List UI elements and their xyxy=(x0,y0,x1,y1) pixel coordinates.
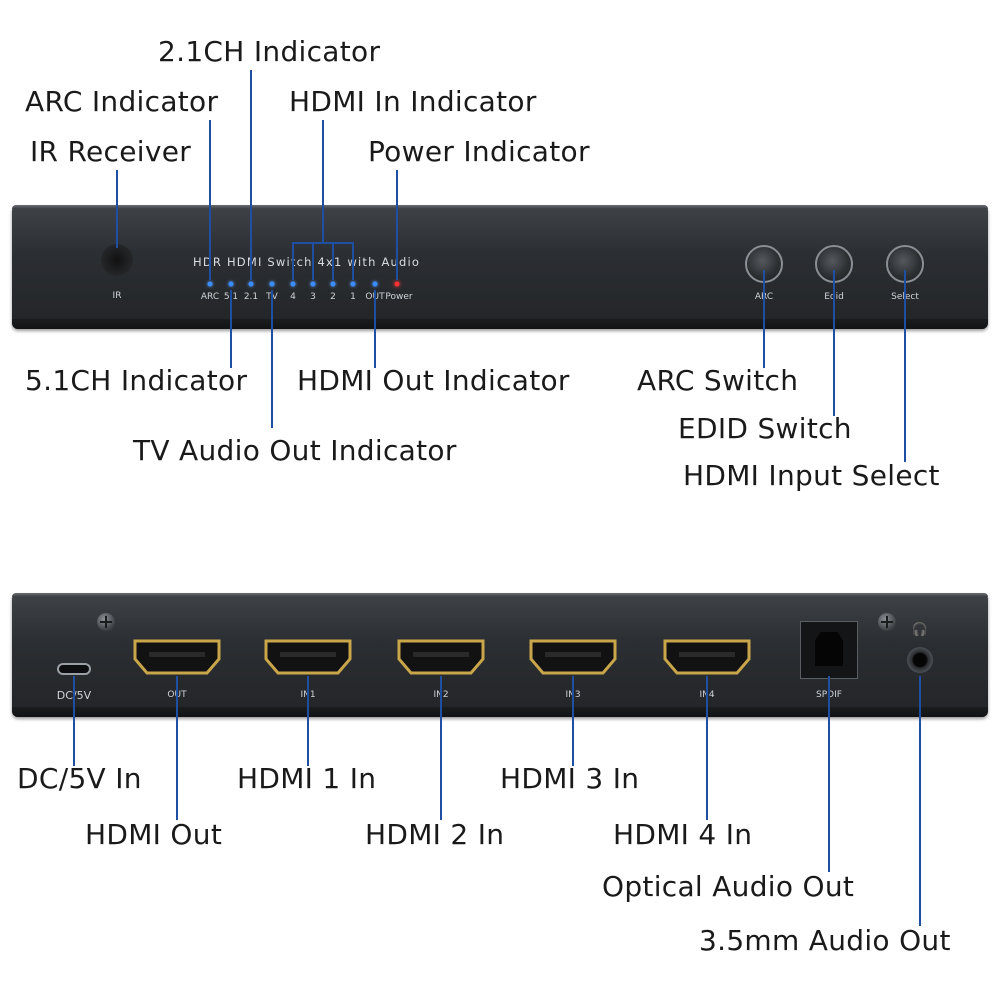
power-indicator-led xyxy=(394,281,400,287)
ch21-indicator-led xyxy=(248,281,254,287)
ch51-indicator-leader xyxy=(230,290,232,368)
callout-hdmi1-in: HDMI 1 In xyxy=(237,762,377,795)
callout-hdmi4-in: HDMI 4 In xyxy=(613,818,753,851)
callout-hdmi-in-indicator: HDMI In Indicator xyxy=(289,85,537,118)
hdmi4-in-leader xyxy=(706,676,708,820)
callout-hdmi2-in: HDMI 2 In xyxy=(365,818,505,851)
right-screw xyxy=(878,613,896,631)
tv-indicator-leader xyxy=(271,290,273,428)
hdmi2-in-leader xyxy=(440,676,442,820)
front-panel-top-bevel xyxy=(12,205,988,209)
ch51-indicator-led xyxy=(228,281,234,287)
spdif-port-opening xyxy=(815,632,843,666)
input-select-button[interactable] xyxy=(886,245,924,283)
hdmi-in2-bracket-leg xyxy=(332,242,334,280)
callout-hdmi-out-indicator: HDMI Out Indicator xyxy=(297,364,570,397)
audio35-out-leader xyxy=(919,676,921,926)
callout-audio35-out: 3.5mm Audio Out xyxy=(699,924,951,957)
headphone-icon: 🎧 xyxy=(911,622,929,638)
hdmi-out-indicator-led xyxy=(372,281,378,287)
hdmi-in4-port[interactable] xyxy=(663,639,751,675)
ir-receiver-leader xyxy=(116,170,118,248)
arc-led-label: ARC xyxy=(200,292,220,302)
callout-tv-audio-out-indicator: TV Audio Out Indicator xyxy=(133,434,457,467)
hdmi-out-indicator-leader xyxy=(374,290,376,368)
ir-label: IR xyxy=(112,291,122,301)
callout-ir-receiver: IR Receiver xyxy=(30,135,192,168)
callout-ch51-indicator: 5.1CH Indicator xyxy=(25,364,248,397)
rear-panel-bottom-edge xyxy=(12,707,988,717)
rear-panel-top-bevel xyxy=(12,593,988,597)
power-led-label: Power xyxy=(385,292,413,302)
callout-dc-in: DC/5V In xyxy=(17,762,142,795)
tv-indicator-led xyxy=(269,281,275,287)
hdmi-in3-indicator-led xyxy=(310,281,316,287)
callout-optical-out: Optical Audio Out xyxy=(602,870,855,903)
hdmi-in3-port[interactable] xyxy=(529,639,617,675)
in3-led-label: 3 xyxy=(310,292,316,302)
ch21-indicator-leader xyxy=(250,70,252,280)
hdmi-out-port[interactable] xyxy=(133,639,221,675)
arc-indicator-led xyxy=(207,281,213,287)
in2-led-label: 2 xyxy=(330,292,336,302)
left-screw xyxy=(97,613,115,631)
callout-power-indicator: Power Indicator xyxy=(368,135,590,168)
hdmi-in1-indicator-led xyxy=(350,281,356,287)
hdmi-in-bracket-top xyxy=(292,242,354,244)
dc-power-port[interactable] xyxy=(57,663,91,675)
ch21-led-label: 2.1 xyxy=(243,292,259,302)
arc-indicator-leader xyxy=(209,120,211,280)
callout-hdmi-input-select: HDMI Input Select xyxy=(683,459,940,492)
hdmi-in2-indicator-led xyxy=(330,281,336,287)
front-panel-bottom-edge xyxy=(12,319,988,329)
hdmi-in4-indicator-led xyxy=(290,281,296,287)
power-indicator-leader xyxy=(396,170,398,280)
callout-ch21-indicator: 2.1CH Indicator xyxy=(158,35,381,68)
callout-arc-switch: ARC Switch xyxy=(637,364,799,397)
hdmi-in1-bracket-leg xyxy=(352,242,354,280)
hdmi-out-leader xyxy=(176,676,178,820)
in4-led-label: 4 xyxy=(290,292,296,302)
hdmi-in3-bracket-leg xyxy=(312,242,314,280)
callout-edid-switch: EDID Switch xyxy=(678,412,852,445)
audio-35mm-jack[interactable] xyxy=(907,647,933,673)
hdmi-in4-bracket-leg xyxy=(292,242,294,280)
in1-led-label: 1 xyxy=(350,292,356,302)
input-select-leader xyxy=(904,270,906,462)
callout-hdmi3-in: HDMI 3 In xyxy=(500,762,640,795)
ir-receiver-window xyxy=(101,244,133,276)
hdmi1-in-leader xyxy=(307,676,309,766)
hdmi-in2-port[interactable] xyxy=(397,639,485,675)
arc-switch-leader xyxy=(763,270,765,368)
device-brand-text: HDR HDMI Switch 4x1 with Audio xyxy=(193,255,421,269)
dc-in-leader xyxy=(73,676,75,766)
hdmi-in-indicator-leader xyxy=(322,120,324,243)
hdmi3-in-leader xyxy=(572,676,574,766)
callout-hdmi-out: HDMI Out xyxy=(85,818,223,851)
optical-out-leader xyxy=(828,676,830,872)
edid-switch-leader xyxy=(833,270,835,416)
hdmi-in1-port[interactable] xyxy=(264,639,352,675)
callout-arc-indicator: ARC Indicator xyxy=(25,85,219,118)
spdif-optical-port[interactable] xyxy=(800,621,858,679)
